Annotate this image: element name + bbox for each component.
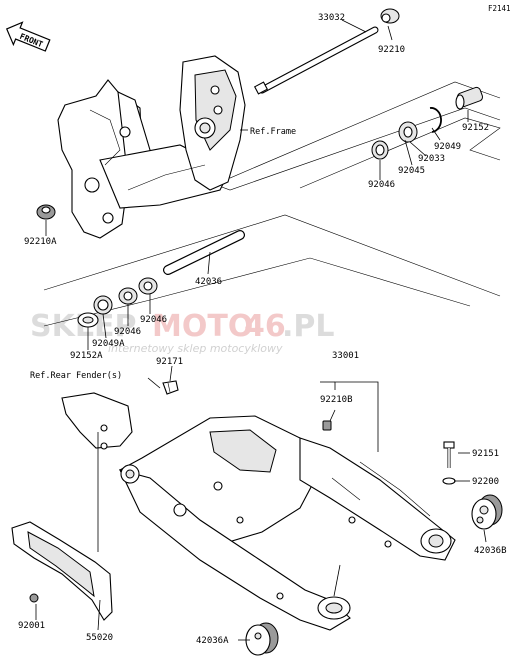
watermark: SKLEP MOTO 46 .PL internetowy sklep moto… [30, 309, 335, 355]
label-42036a: 42036A [196, 636, 229, 646]
label-92001: 92001 [18, 621, 45, 631]
label-92151: 92151 [472, 449, 499, 459]
nut-92210a [36, 204, 56, 220]
label-55020: 55020 [86, 633, 113, 643]
needle-bearing-92046-b [118, 287, 138, 305]
watermark-brand-tld: .PL [282, 309, 335, 344]
label-92210a: 92210A [24, 237, 57, 247]
nut-92210 [380, 8, 400, 24]
clip-92171 [162, 380, 179, 395]
sleeve-42036 [163, 230, 245, 275]
nut-92210b [322, 420, 332, 431]
label-92049: 92049 [434, 142, 461, 152]
label-92171: 92171 [156, 357, 183, 367]
watermark-brand-mid: MOTO [152, 309, 253, 344]
label-92046-b: 92046 [114, 327, 141, 337]
collar-92152a [77, 312, 99, 328]
label-92046-top: 92046 [368, 180, 395, 190]
chain-guard-55020 [11, 521, 113, 621]
part-labels: 33032 92210 92152 92049 92033 92045 9204… [18, 13, 507, 646]
frame-assembly [57, 55, 246, 239]
label-42036: 42036 [195, 277, 222, 287]
washer-92200 [442, 477, 456, 485]
label-92152: 92152 [462, 123, 489, 133]
needle-bearing-92046-top [371, 140, 389, 160]
label-92045: 92045 [398, 166, 425, 176]
needle-bearing-92046-a [138, 277, 158, 295]
eccentric-42036a [245, 622, 279, 656]
figure-code: F2141 [488, 4, 511, 13]
label-92210: 92210 [378, 45, 405, 55]
swingarm-33001 [118, 415, 456, 631]
label-92049a: 92049A [92, 339, 125, 349]
circlip-92049a [93, 295, 113, 315]
rear-fender-ref [61, 392, 133, 450]
front-arrow-icon: FRONT [5, 21, 51, 52]
label-33001: 33001 [332, 351, 359, 361]
ref-frame: Ref.Frame [250, 127, 296, 137]
ref-rear-fender: Ref.Rear Fender(s) [30, 371, 122, 381]
eccentric-42036b [471, 494, 503, 530]
label-92200: 92200 [472, 477, 499, 487]
bearing-92033 [398, 121, 418, 143]
label-92033: 92033 [418, 154, 445, 164]
leader-lines [35, 19, 487, 641]
label-92210b: 92210B [320, 395, 353, 405]
watermark-brand-num: 46 [244, 309, 286, 344]
collar-92152 [455, 86, 484, 110]
label-92152a: 92152A [70, 351, 103, 361]
label-33032: 33032 [318, 13, 345, 23]
bolt-92001 [29, 593, 39, 603]
circlip-92049 [429, 107, 442, 133]
label-92046-a: 92046 [140, 315, 167, 325]
pivot-shaft-33032 [253, 26, 379, 95]
label-42036b: 42036B [474, 546, 507, 556]
bolt-92151 [443, 441, 455, 468]
watermark-tagline: internetowy sklep motocyklowy [108, 342, 283, 355]
